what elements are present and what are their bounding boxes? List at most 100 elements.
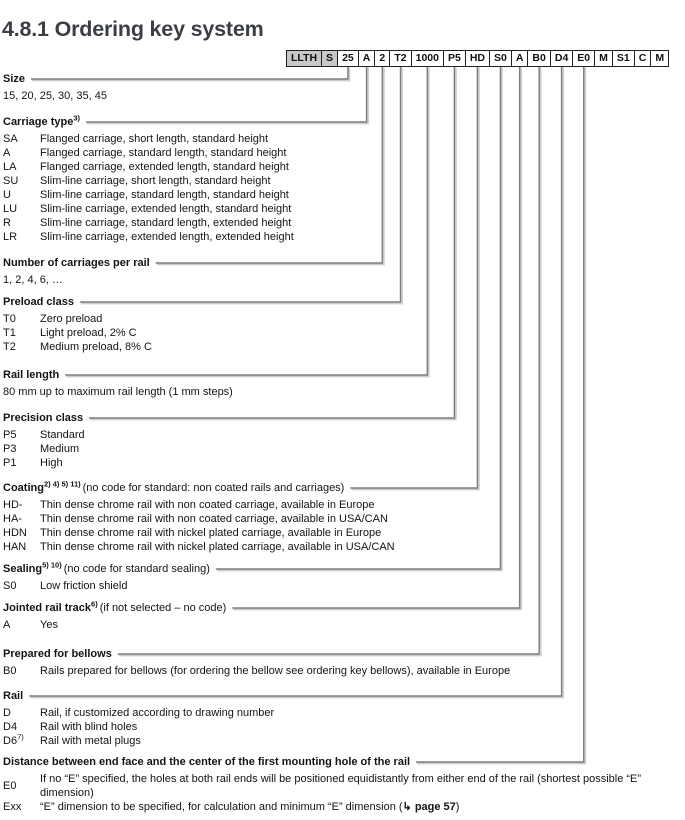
code-cell: HA- [3,512,40,526]
desc-cell: “E” dimension to be specified, for calcu… [40,800,651,814]
desc-cell: Medium [40,442,673,456]
code-cell: D [3,706,40,720]
desc-cell: Thin dense chrome rail with non coated c… [40,498,673,512]
section-e-distance: Distance between end face and the center… [3,756,651,814]
code-cell: SA [3,132,40,146]
section-sealing: Sealing5) 10)(no code for standard seali… [3,560,673,593]
desc-text: Medium preload, 8% C [40,341,152,353]
code-cell: A [3,618,40,632]
ordering-key-box: P5 [442,50,466,67]
code-footnote: 7) [17,732,24,742]
section-title: Precision class [3,412,84,424]
ordering-key-box: M [594,50,613,67]
section-heading-text: Precision class [3,412,83,425]
section-heading-text: Sealing5) 10)(no code for standard seali… [3,560,210,576]
ordering-key-box: A [510,50,529,67]
code-text: B0 [3,665,17,677]
desc-text: Slim-line carriage, short length, standa… [40,175,271,187]
section-title: Jointed rail track [3,602,92,614]
page-title: 4.8.1 Ordering key system [2,17,264,42]
code-text: A [3,619,11,631]
section-heading: Number of carriages per rail [3,257,673,270]
section-jointed-rail-track: Jointed rail track6)(if not selected – n… [3,599,673,632]
section-title-footnote: 5) 10) [42,560,62,570]
desc-cell: Low friction shield [40,579,673,593]
ordering-key-box: B0 [527,50,551,67]
desc-cell: Thin dense chrome rail with nickel plate… [40,540,673,554]
code-row: Exx “E” dimension to be specified, for ca… [3,800,651,814]
section-title: Preload class [3,296,74,308]
code-cell: B0 [3,664,40,678]
code-cell: SU [3,174,40,188]
ordering-key-box: 25 [337,50,359,67]
section-title-footnote: 2) 4) 5) 11) [43,479,81,489]
section-title: Distance between end face and the center… [3,756,411,768]
desc-cell: Medium preload, 8% C [40,340,673,354]
ordering-key-box: E0 [572,50,596,67]
code-text: T1 [3,327,16,339]
desc-cell: Slim-line carriage, short length, standa… [40,174,673,188]
code-text: R [3,217,11,229]
desc-text: High [40,457,63,469]
section-heading-text: Rail length [3,369,59,382]
code-text: D [3,707,11,719]
section-title-footnote: 6) [91,599,98,609]
desc-cell: Rail with blind holes [40,720,673,734]
section-heading-text: Number of carriages per rail [3,257,150,270]
section-title-note: (no code for standard: non coated rails … [82,482,345,494]
desc-text: Flanged carriage, standard length, stand… [40,147,287,159]
ordering-key-box: S [321,50,339,67]
code-cell: LR [3,230,40,244]
desc-cell: Slim-line carriage, extended length, ext… [40,230,673,244]
code-row: HD- Thin dense chrome rail with non coate… [3,498,673,512]
code-cell: D4 [3,720,40,734]
section-heading: Preload class [3,296,673,309]
section-heading: Distance between end face and the center… [3,756,651,769]
code-text: LA [3,161,17,173]
section-title: Rail [3,690,24,702]
desc-text: Medium [40,443,80,455]
code-cell: HAN [3,540,40,554]
section-heading: Rail [3,690,673,703]
code-row: D67)Rail with metal plugs [3,732,673,748]
code-cell: A [3,146,40,160]
ordering-key-box: D4 [549,50,574,67]
desc-cell: Slim-line carriage, standard length, sta… [40,188,673,202]
ordering-key-box: M [650,50,670,67]
desc-text: Flanged carriage, short length, standard… [40,133,269,145]
code-cell: T2 [3,340,40,354]
ordering-key-box: LLTH [286,50,323,67]
code-text: HD- [3,499,23,511]
code-text: S0 [3,580,17,592]
code-cell: HD- [3,498,40,512]
page-reference[interactable]: ↳ page 57 [402,801,456,813]
desc-text: Rail with metal plugs [40,735,141,747]
desc-text: Standard [40,429,85,441]
code-text: P3 [3,443,17,455]
desc-text: Low friction shield [40,580,128,592]
section-rail-length: Rail length 80 mm up to maximum rail leng… [3,369,673,399]
code-cell: P5 [3,428,40,442]
code-cell: T1 [3,326,40,340]
desc-text: Light preload, 2% C [40,327,137,339]
code-text: Exx [3,801,22,813]
code-cell: P3 [3,442,40,456]
section-values: 80 mm up to maximum rail length (1 mm st… [3,386,233,398]
desc-cell: Flanged carriage, short length, standard… [40,132,673,146]
